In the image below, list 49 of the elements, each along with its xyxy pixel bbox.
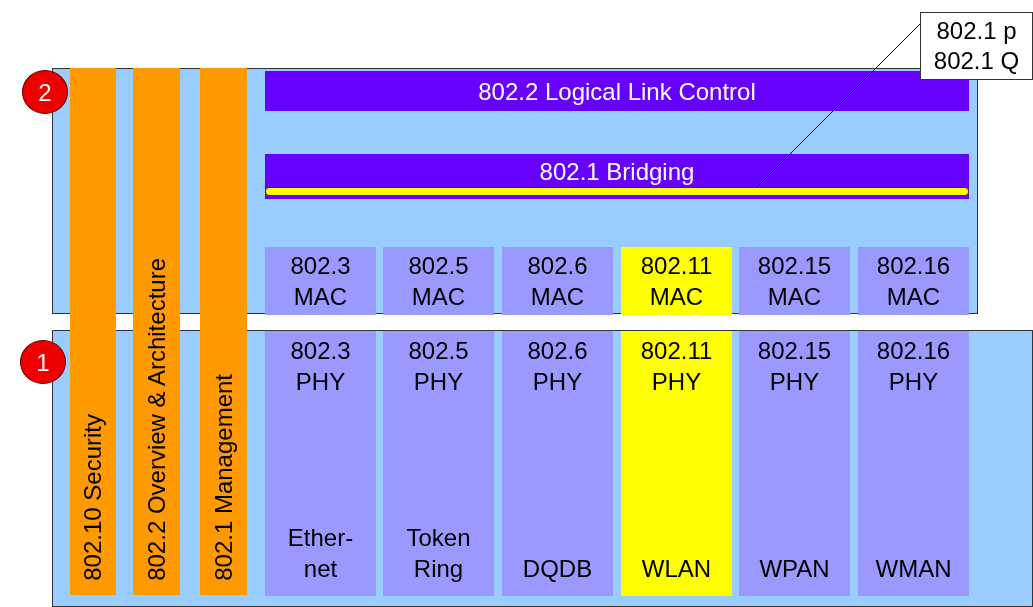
phy-layer-box <box>265 331 376 596</box>
bar-label: 802.2 Logical Link Control <box>478 76 756 107</box>
phy-layer-box <box>383 331 494 596</box>
standard-column <box>200 68 247 595</box>
network-type-label: WLAN <box>641 554 712 584</box>
mac-layer-box <box>265 247 376 315</box>
column-label: 802.10 Security <box>78 414 107 581</box>
callout-box <box>920 12 1033 80</box>
standard-bar <box>265 71 969 111</box>
standard-label: 802.6 PHY <box>526 336 589 397</box>
network-type-label: WPAN <box>759 554 830 584</box>
layer-number: 2 <box>38 77 52 108</box>
phy-layer-box <box>621 331 732 596</box>
standard-label: 802.16 PHY <box>875 336 952 397</box>
column-label: 802.2 Overview & Architecture <box>141 258 171 581</box>
callout-text: 802.1 Q <box>933 46 1020 76</box>
network-type-label: WMAN <box>875 554 952 584</box>
leader-line <box>756 23 921 188</box>
mac-layer-box <box>383 247 494 315</box>
standard-label: 802.15 PHY <box>756 336 833 397</box>
standard-bar <box>265 154 969 199</box>
standard-label: 802.16 MAC <box>875 251 952 312</box>
network-type-label: Ether- net <box>286 523 355 584</box>
layer-number-circle <box>22 70 68 114</box>
standard-label: 802.6 MAC <box>526 251 589 312</box>
standard-label: 802.11 PHY <box>639 336 714 397</box>
standard-label: 802.3 MAC <box>289 251 352 312</box>
network-type-label: Token Ring <box>405 523 472 584</box>
phy-layer-box <box>858 331 969 596</box>
standard-label: 802.11 MAC <box>639 251 714 312</box>
mac-layer-box <box>858 247 969 315</box>
callout-text: 802.1 p <box>936 16 1017 46</box>
standard-column <box>133 68 180 595</box>
standard-label: 802.5 PHY <box>407 336 470 397</box>
mac-layer-box <box>739 247 850 315</box>
bar-label: 802.1 Bridging <box>539 157 695 187</box>
column-label: 802.1 Management <box>208 374 238 581</box>
layer-number: 1 <box>36 347 50 378</box>
standard-label: 802.15 MAC <box>756 251 833 312</box>
standard-label: 802.3 PHY <box>289 336 352 397</box>
mac-layer-box <box>621 247 732 315</box>
standard-column <box>70 68 116 595</box>
network-type-label: DQDB <box>522 554 593 584</box>
layer-number-circle <box>20 340 66 384</box>
phy-layer-box <box>502 331 613 596</box>
mac-layer-box <box>502 247 613 315</box>
highlight-bar <box>265 187 969 196</box>
phy-layer-box <box>739 331 850 596</box>
standard-label: 802.5 MAC <box>407 251 470 312</box>
